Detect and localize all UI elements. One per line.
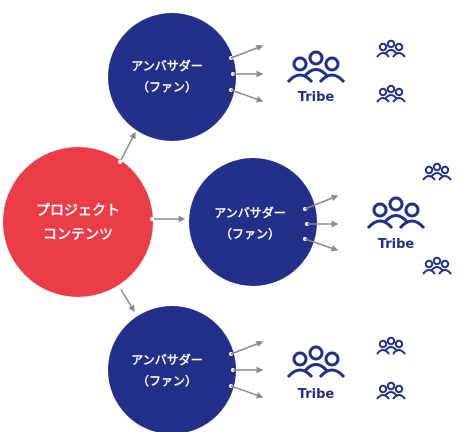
arrow-middle-1	[304, 194, 339, 210]
project-circle	[3, 147, 153, 297]
people-group-small-icon	[422, 256, 452, 275]
arrow-bottom-1	[230, 340, 264, 355]
ambassador-label-line2: （ファン）	[137, 373, 197, 388]
project-label-line1: プロジェクト	[36, 203, 120, 219]
ambassador-node-top: アンバサダー （ファン）	[108, 13, 236, 141]
connector-project-to-top	[119, 131, 136, 163]
connector-project-to-bottom	[119, 287, 135, 313]
connector-dot	[150, 217, 154, 221]
ambassador-label-line1: アンバサダー	[131, 58, 203, 73]
ambassador-label-line2: （ファン）	[220, 226, 280, 241]
tribe-top: Tribe	[286, 39, 406, 105]
people-group-icon	[366, 196, 426, 230]
ambassador-label-line1: アンバサダー	[131, 352, 203, 367]
people-group-small-icon	[422, 162, 452, 181]
tribe-middle: Tribe	[366, 162, 452, 275]
people-group-small-icon	[376, 39, 406, 58]
tribe-label: Tribe	[378, 237, 415, 252]
ambassador-label-line1: アンバサダー	[214, 205, 286, 220]
arrow-bottom-3	[230, 385, 264, 399]
ambassador-node-bottom: アンバサダー （ファン）	[108, 306, 236, 432]
people-group-icon	[286, 50, 346, 84]
project-label-line2: コンテンツ	[43, 227, 113, 243]
people-group-small-icon	[376, 84, 406, 103]
people-group-small-icon	[376, 381, 406, 400]
project-node: プロジェクト コンテンツ	[3, 147, 154, 297]
people-group-icon	[286, 345, 346, 379]
ambassador-circle	[108, 306, 236, 432]
ambassador-node-middle: アンバサダー （ファン）	[189, 158, 317, 286]
arrow-middle-3	[304, 238, 339, 252]
connector-dot	[118, 286, 122, 290]
arrow-top-3	[230, 89, 264, 103]
ambassador-circle	[108, 13, 236, 141]
tribe-label: Tribe	[298, 387, 335, 402]
ambassador-label-line2: （ファン）	[137, 79, 197, 94]
tribe-label: Tribe	[298, 90, 335, 105]
ambassador-circle	[189, 158, 317, 286]
people-group-small-icon	[376, 336, 406, 355]
connector-dot	[118, 160, 122, 164]
arrow-top-1	[230, 44, 264, 59]
tribe-bottom: Tribe	[286, 336, 406, 402]
